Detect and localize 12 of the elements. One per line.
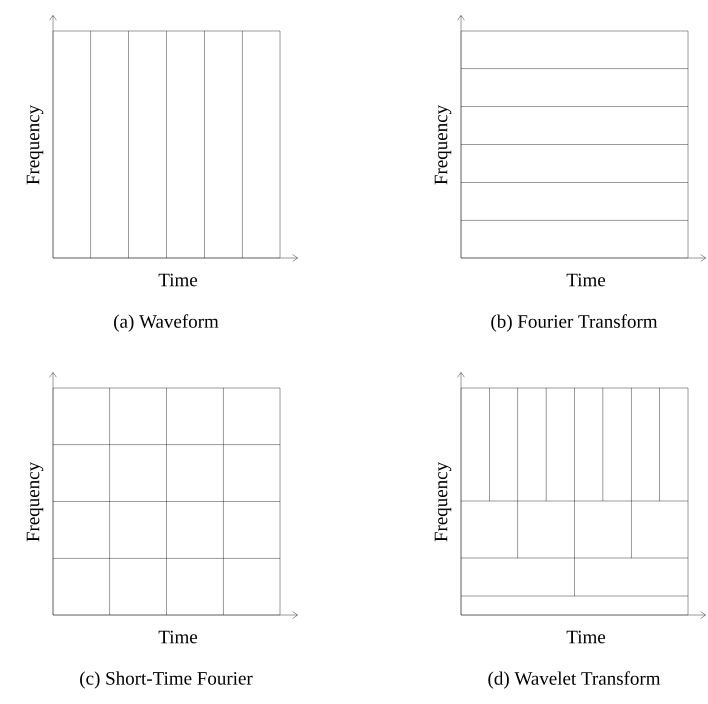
axis-label: Time: [566, 630, 606, 644]
caption: (b) Fourier Transform: [491, 314, 658, 332]
axis-label: Time: [566, 274, 606, 286]
axis-label: Time: [158, 274, 198, 286]
caption: (a) Waveform: [114, 314, 218, 332]
axis-label: Frequency: [434, 104, 452, 185]
axis-label: Frequency: [26, 462, 44, 542]
axis-label: Frequency: [26, 104, 44, 185]
caption: (d) Wavelet Transform: [488, 671, 660, 689]
caption: (c) Short-Time Fourier: [80, 671, 253, 689]
axis-label: Frequency: [434, 462, 452, 542]
axis-label: Time: [158, 630, 198, 644]
